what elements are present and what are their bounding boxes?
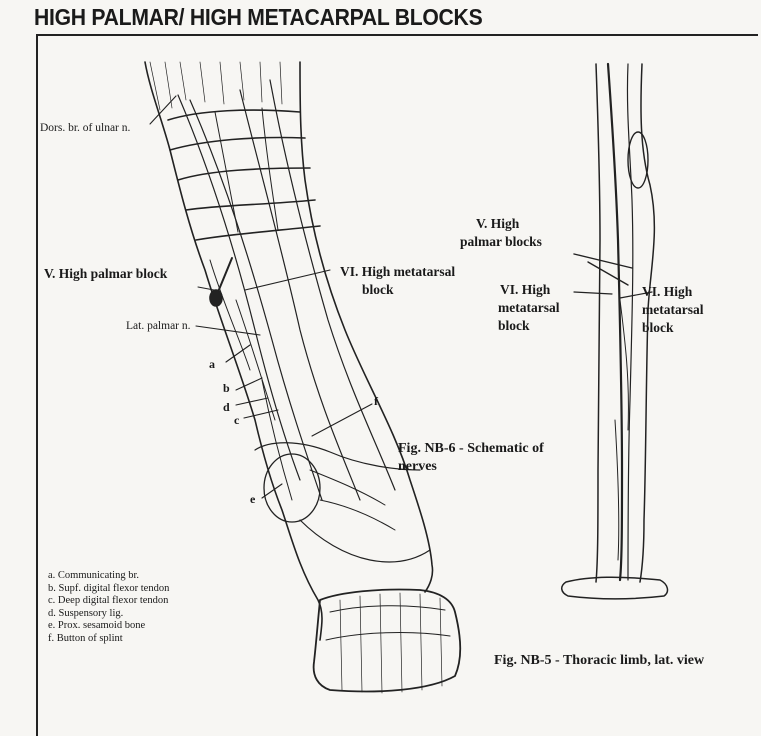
label-dors-br-ulnar: Dors. br. of ulnar n. [40, 122, 131, 134]
anatomy-illustration [144, 61, 669, 694]
label-letter-d: d [223, 400, 230, 414]
legend: a. Communicating br. b. Supf. digital fl… [48, 570, 169, 646]
label-high-metatarsal-block-l1: VI. High metatarsal [340, 264, 456, 279]
schematic-label-left-metatarsal-l2: metatarsal [498, 300, 560, 315]
schematic-drawing [561, 62, 669, 600]
leader-lines [149, 95, 373, 499]
page-title: HIGH PALMAR/ HIGH METACARPAL BLOCKS [34, 4, 483, 30]
schematic-label-right-metatarsal-l1: VI. High [642, 284, 693, 299]
label-letter-f: f [374, 394, 378, 408]
legend-item: a. Communicating br. [48, 570, 139, 581]
legend-item: f. Button of splint [48, 632, 123, 644]
legend-item: e. Prox. sesamoid bone [48, 620, 146, 632]
schematic-label-left-metatarsal-l1: VI. High [500, 282, 551, 297]
label-letter-a: a [209, 357, 215, 371]
legend-item: d. Suspensory lig. [48, 607, 124, 619]
label-high-palmar-block: V. High palmar block [44, 266, 168, 281]
schematic-label-left-metatarsal-l3: block [498, 318, 530, 333]
caption-nb5: Fig. NB-5 - Thoracic limb, lat. view [494, 653, 705, 668]
schematic-label-right-metatarsal-l2: metatarsal [642, 302, 704, 317]
caption-nb6-line2: nerves [398, 459, 437, 474]
label-lat-palmar-n: Lat. palmar n. [126, 320, 191, 332]
label-high-metatarsal-block-l2: block [362, 282, 394, 297]
label-letter-c: c [234, 413, 240, 427]
schematic-label-high-palmar-l1: V. High [476, 216, 520, 231]
limb-drawing [144, 61, 462, 694]
caption-nb6-line1: Fig. NB-6 - Schematic of [398, 441, 544, 456]
schematic-label-right-metatarsal-l3: block [642, 320, 674, 335]
legend-item: c. Deep digital flexor tendon [48, 595, 169, 607]
label-letter-b: b [223, 381, 230, 395]
figure-frame [36, 34, 758, 736]
label-letter-e: e [250, 492, 256, 506]
legend-item: b. Supf. digital flexor tendon [48, 582, 170, 594]
schematic-label-high-palmar-l2: palmar blocks [460, 234, 542, 249]
